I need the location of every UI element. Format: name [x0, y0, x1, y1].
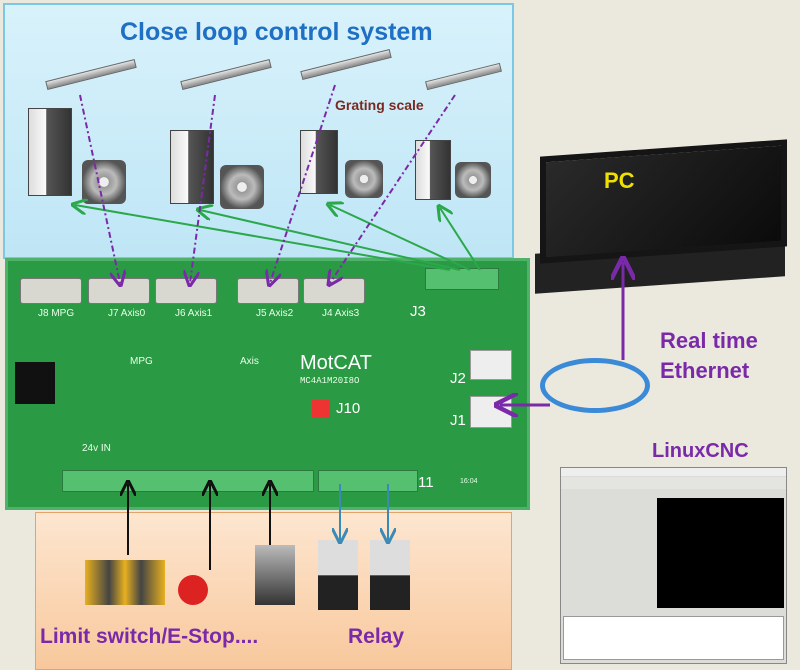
relay-0	[318, 540, 358, 610]
gcode-log	[563, 616, 784, 660]
label-j11: 11	[418, 474, 434, 491]
grating-scale-label: Grating scale	[335, 97, 424, 113]
terminal-j3	[425, 268, 499, 290]
feedback-arrow-1	[200, 210, 461, 271]
dip-switch[interactable]	[312, 400, 330, 418]
relay-module	[15, 362, 55, 404]
limit-switches	[85, 560, 165, 605]
label-mpg: MPG	[130, 356, 153, 367]
label-j4: J4 Axis3	[322, 308, 360, 319]
servo-drive-1	[170, 130, 214, 204]
scale-link-0	[79, 94, 120, 283]
ethernet-port-j2[interactable]	[470, 350, 512, 380]
ethernet-cable	[540, 358, 650, 413]
board-model: MC4A1M20I8O	[300, 376, 360, 386]
linuxcnc-label: LinuxCNC	[652, 440, 749, 462]
servo-motor-3	[455, 162, 491, 198]
label-j7: J7 Axis0	[108, 308, 146, 319]
servo-drive-2	[300, 130, 338, 194]
feedback-arrow-2	[330, 205, 471, 271]
label-power: 24v IN	[82, 443, 111, 454]
scale-link-1	[190, 94, 216, 283]
servo-motor-1	[220, 165, 264, 209]
label-j6: J6 Axis1	[175, 308, 213, 319]
relay-1	[370, 540, 410, 610]
toolbar	[561, 477, 786, 489]
output-terminal-block	[318, 470, 418, 492]
ethernet-label: Real time Ethernet	[660, 328, 758, 383]
preview-3d	[657, 498, 784, 608]
relay-label: Relay	[348, 625, 405, 648]
label-j8: J8 MPG	[38, 308, 75, 319]
feedback-arrow-3	[440, 208, 481, 271]
e-stop-button	[178, 575, 208, 605]
diagram-title: Close loop control system	[120, 18, 433, 46]
feedback-arrow-0	[75, 205, 451, 271]
servo-drive-3	[415, 140, 451, 200]
closed-loop-panel	[3, 3, 514, 259]
servo-drive-0	[28, 108, 72, 196]
board-brand: MotCAT	[300, 352, 372, 374]
label-axis: Axis	[240, 356, 259, 367]
scale-link-3	[330, 94, 456, 283]
sensor	[255, 545, 295, 605]
label-j10: J10	[336, 400, 361, 417]
label-j3: J3	[410, 303, 426, 320]
linuxcnc-screenshot	[560, 467, 787, 664]
board-code: 16:04	[460, 478, 478, 485]
label-j2: J2	[450, 370, 466, 387]
servo-motor-0	[82, 160, 126, 204]
inputs-label: Limit switch/E-Stop....	[40, 625, 259, 648]
scale-link-2	[270, 84, 336, 283]
label-j1: J1	[450, 412, 466, 429]
connector-j8	[20, 278, 82, 304]
menu-bar	[561, 468, 786, 476]
label-j5: J5 Axis2	[256, 308, 294, 319]
servo-motor-2	[345, 160, 383, 198]
pc-label: PC	[604, 168, 635, 193]
